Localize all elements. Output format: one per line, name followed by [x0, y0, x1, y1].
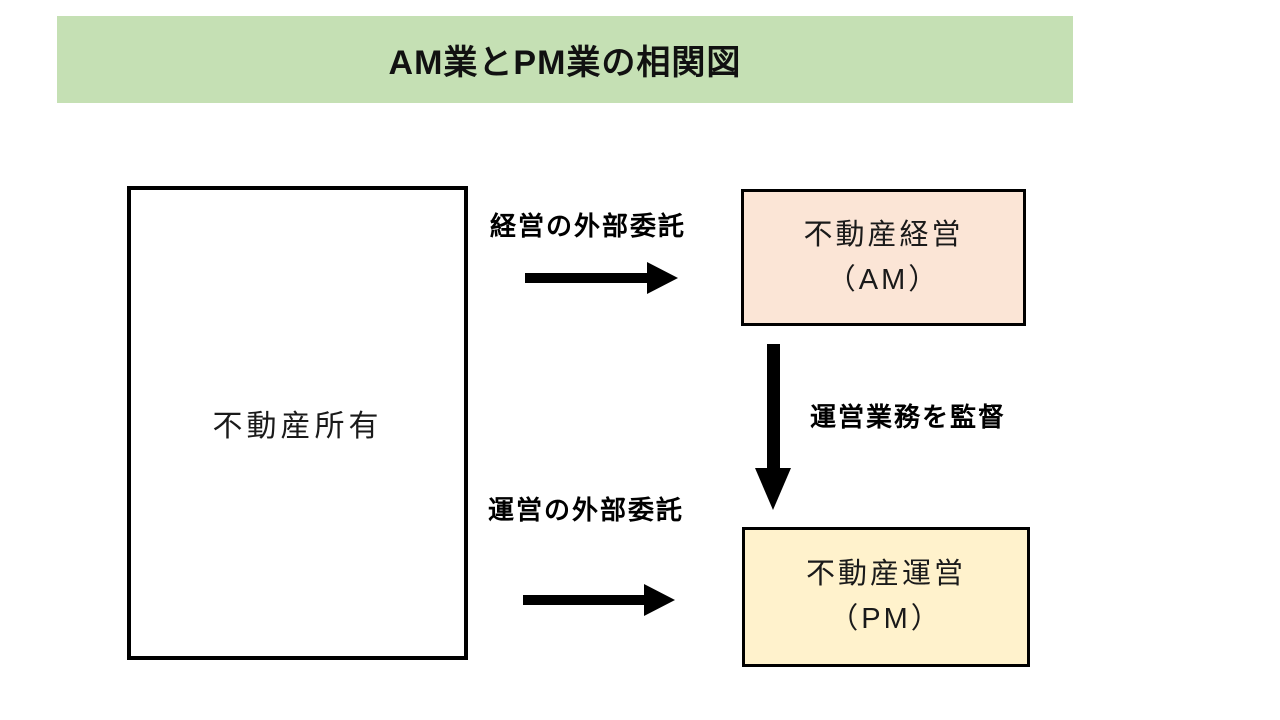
am-node-subtitle: （AM）: [826, 263, 941, 296]
right-arrow-icon: [525, 262, 678, 294]
pm-node-subtitle: （PM）: [829, 603, 943, 635]
owner-node-label: 不動産所有: [212, 410, 383, 443]
owner-node: 不動産所有: [127, 186, 468, 660]
operation-outsourcing-label: 運営の外部委託: [488, 495, 685, 525]
right-arrow-icon: [523, 584, 675, 616]
diagram-title: AM業とPM業の相関図: [388, 44, 742, 82]
pm-node-title: 不動産運営: [805, 558, 966, 591]
supervision-label: 運営業務を監督: [810, 402, 1007, 432]
down-arrow-icon: [753, 344, 793, 510]
diagram-title-banner: AM業とPM業の相関図: [57, 16, 1073, 103]
pm-node: 不動産運営 （PM）: [742, 527, 1030, 667]
management-outsourcing-label: 経営の外部委託: [490, 211, 687, 241]
am-node: 不動産経営 （AM）: [741, 189, 1026, 326]
am-node-title: 不動産経営: [803, 218, 964, 251]
